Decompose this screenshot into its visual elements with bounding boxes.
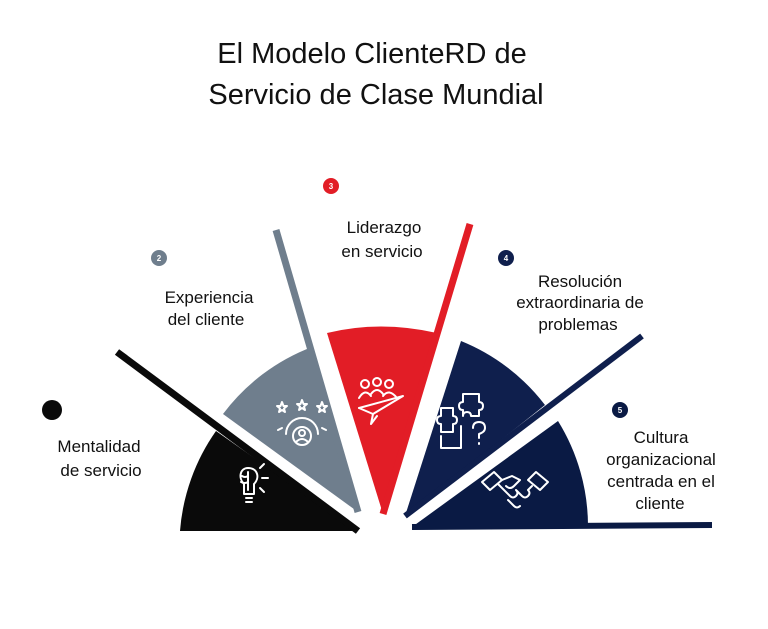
- team-plane-icon: [358, 377, 404, 425]
- svg-text:2: 2: [157, 254, 162, 263]
- customer-rating-icon: [276, 399, 328, 446]
- segment-experiencia: [223, 229, 362, 513]
- svg-text:problemas: problemas: [538, 315, 617, 334]
- segment-mentalidad: [114, 349, 361, 534]
- segment-cultura: [411, 421, 713, 530]
- svg-text:cliente: cliente: [635, 494, 684, 513]
- step-badge-1: [42, 400, 62, 420]
- step-badge-4: 4: [498, 250, 514, 266]
- diagram-title-line1: El Modelo ClienteRD de: [217, 38, 526, 70]
- svg-text:3: 3: [329, 182, 334, 191]
- svg-text:del cliente: del cliente: [168, 310, 245, 329]
- svg-text:organizacional: organizacional: [606, 450, 716, 469]
- step-label-1: Mentalidad de servicio: [57, 437, 141, 480]
- svg-text:de servicio: de servicio: [60, 461, 141, 480]
- svg-text:4: 4: [504, 254, 509, 263]
- brain-lightbulb-icon: [239, 463, 269, 503]
- step-label-5: Cultura organizacional centrada en el cl…: [606, 428, 716, 513]
- step-badge-2: 2: [151, 250, 167, 266]
- segment-resolucion: [403, 333, 644, 519]
- step-label-4: Resolución extraordinaria de problemas: [516, 272, 644, 334]
- svg-text:en servicio: en servicio: [341, 242, 422, 261]
- step-badge-5: 5: [612, 402, 628, 418]
- step-label-2: Experiencia del cliente: [165, 288, 254, 329]
- svg-text:5: 5: [618, 406, 623, 415]
- step-badge-3: 3: [323, 178, 339, 194]
- svg-text:Liderazgo: Liderazgo: [347, 218, 422, 237]
- puzzle-question-icon: [436, 393, 486, 449]
- diagram-title-line2: Servicio de Clase Mundial: [208, 79, 543, 111]
- svg-text:Mentalidad: Mentalidad: [57, 437, 140, 456]
- svg-text:centrada en el: centrada en el: [607, 472, 715, 491]
- svg-text:Resolución: Resolución: [538, 272, 622, 291]
- handshake-icon: [481, 471, 549, 509]
- svg-text:extraordinaria de: extraordinaria de: [516, 293, 644, 312]
- svg-text:Experiencia: Experiencia: [165, 288, 254, 307]
- step-label-3: Liderazgo en servicio: [341, 218, 422, 261]
- segment-liderazgo: [327, 222, 474, 516]
- svg-text:Cultura: Cultura: [634, 428, 689, 447]
